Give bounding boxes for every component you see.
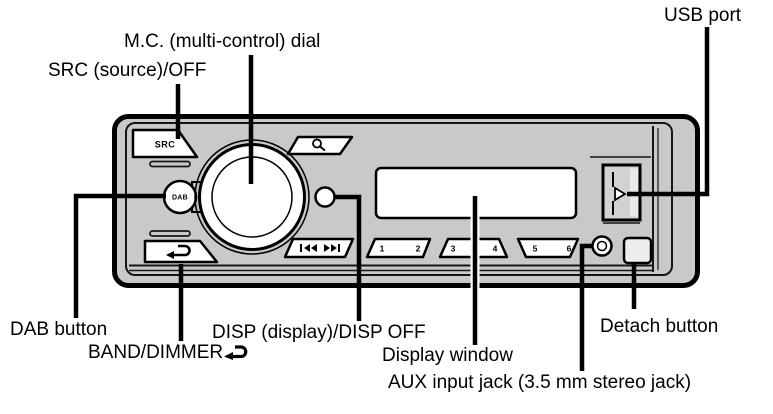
head-unit-body: SRC DAB xyxy=(112,114,700,288)
preset-button-1-2 xyxy=(365,237,432,259)
callout-label-aux: AUX input jack (3.5 mm stereo jack) xyxy=(388,372,692,393)
dab-button-label: DAB xyxy=(172,195,188,202)
preset-6-label: 6 xyxy=(567,244,572,254)
return-icon xyxy=(166,244,191,259)
face-slot-bottom xyxy=(149,230,191,237)
callout-label-usb: USB port xyxy=(664,5,742,26)
preset-4-label: 4 xyxy=(493,244,498,254)
preset-button-5-6 xyxy=(516,237,580,259)
callout-label-detach: Detach button xyxy=(600,316,719,337)
callout-lines xyxy=(73,27,710,371)
callout-line-usb xyxy=(627,27,710,197)
callout-label-dab: DAB button xyxy=(10,319,108,340)
return-icon xyxy=(224,345,248,360)
usb-marker-icon xyxy=(614,186,627,202)
callout-label-band-text: BAND/DIMMER xyxy=(88,342,224,363)
src-button xyxy=(131,128,199,159)
search-icon xyxy=(312,138,326,152)
prev-track-icon xyxy=(300,244,317,252)
callout-label-disp: DISP (display)/DISP OFF xyxy=(212,322,426,343)
callout-label-src: SRC (source)/OFF xyxy=(48,60,207,81)
callout-label-band: BAND/DIMMER xyxy=(88,342,248,364)
preset-1-label: 1 xyxy=(380,244,385,254)
preset-3-label: 3 xyxy=(451,244,456,254)
next-track-icon xyxy=(324,244,340,252)
src-button-label: SRC xyxy=(155,140,176,150)
preset-2-label: 2 xyxy=(416,244,421,254)
face-slot-top xyxy=(149,160,191,168)
callout-label-display-window: Display window xyxy=(382,345,513,366)
preset-5-label: 5 xyxy=(533,244,538,254)
band-button xyxy=(143,239,219,264)
seek-button xyxy=(283,237,355,259)
callout-line-aux xyxy=(579,243,593,371)
aux-jack-hole xyxy=(596,240,608,252)
callout-label-mc-dial: M.C. (multi-control) dial xyxy=(124,31,321,52)
faceplate-outline xyxy=(125,122,673,276)
detach-button xyxy=(622,236,653,265)
callout-line-disp xyxy=(335,194,362,321)
callout-line-dab xyxy=(73,193,166,318)
disp-button xyxy=(314,186,336,208)
